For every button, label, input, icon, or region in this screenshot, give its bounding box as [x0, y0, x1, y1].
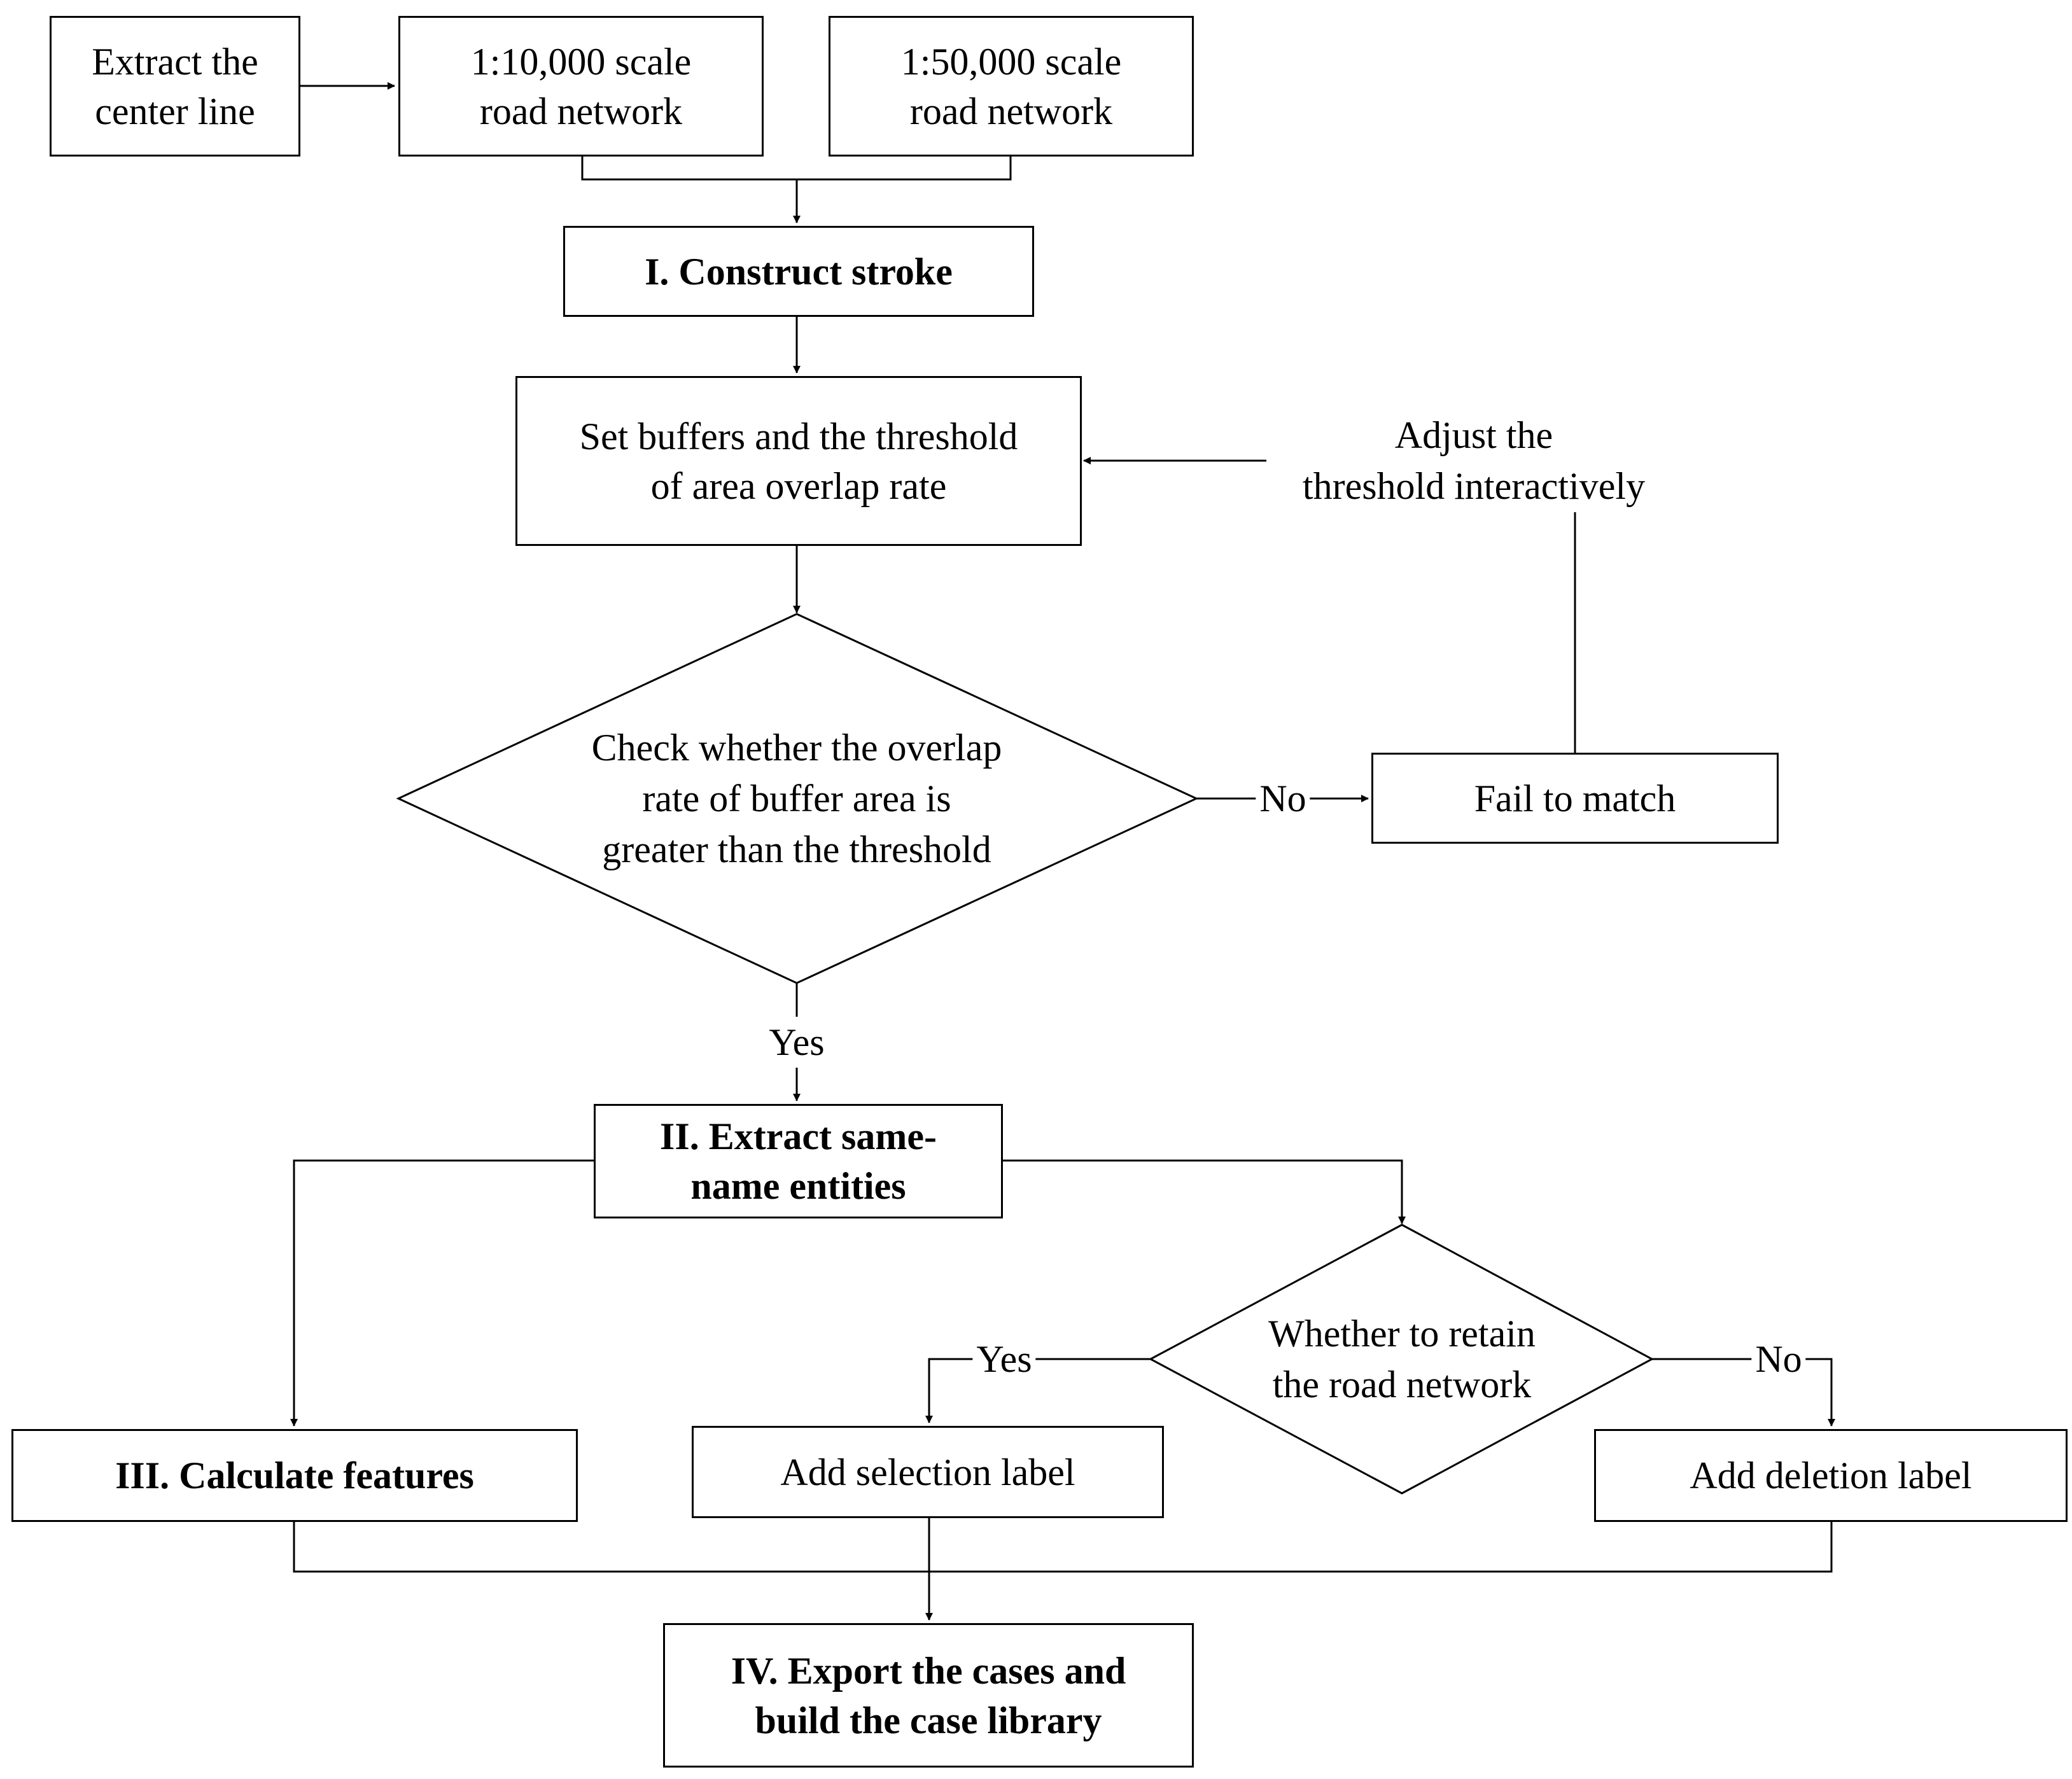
arrow-extract-to-retain [1003, 1159, 1406, 1224]
construct-stroke-box: I. Construct stroke [563, 226, 1034, 317]
edge-label-yes-selection: Yes [972, 1334, 1036, 1385]
retain-road-diamond [1148, 1224, 1655, 1495]
edge-label-no-fail: No [1256, 773, 1310, 824]
retain-road-text: Whether to retain the road network [1268, 1313, 1536, 1406]
edge-label-yes-extract: Yes [765, 1017, 829, 1068]
arrow-extract-to-calculate [290, 1159, 594, 1427]
scale-10000-box: 1:10,000 scale road network [398, 16, 764, 157]
arrow-retain-to-deletion [1652, 1358, 1835, 1427]
connector-scales-merge [581, 157, 1012, 181]
adjust-threshold-label: Adjust the threshold interactively [1302, 414, 1646, 507]
add-deletion-box: Add deletion label [1594, 1429, 2068, 1522]
extract-center-line-box: Extract the center line [50, 16, 300, 157]
set-buffers-box: Set buffers and the threshold of area ov… [515, 376, 1082, 546]
edge-label-no-deletion: No [1751, 1334, 1806, 1385]
export-cases-box: IV. Export the cases and build the case … [663, 1623, 1194, 1768]
connector-bottom-merge [293, 1522, 1833, 1573]
check-overlap-text: Check whether the overlap rate of buffer… [591, 727, 1002, 870]
extract-same-name-box: II. Extract same- name entities [594, 1104, 1003, 1218]
scale-50000-box: 1:50,000 scale road network [829, 16, 1194, 157]
fail-to-match-box: Fail to match [1371, 753, 1779, 844]
add-selection-box: Add selection label [692, 1426, 1164, 1518]
arrow-retain-to-selection [925, 1358, 1151, 1423]
calculate-features-box: III. Calculate features [11, 1429, 578, 1522]
